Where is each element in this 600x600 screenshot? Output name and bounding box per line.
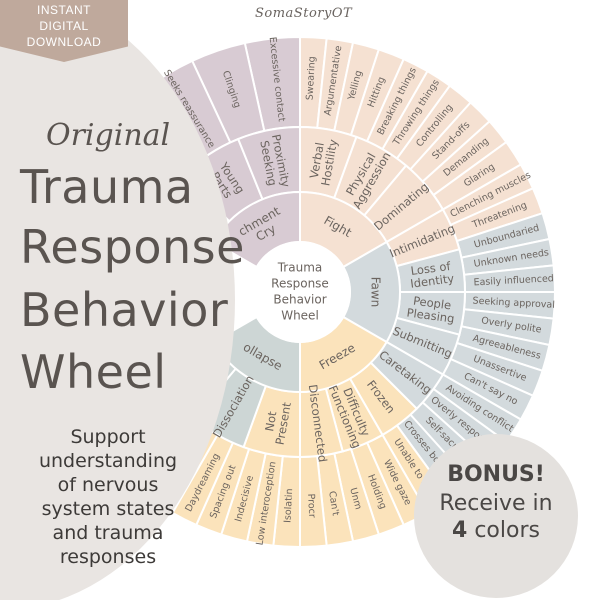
tagline-line: responses bbox=[59, 546, 157, 568]
outer-label: Isolatin bbox=[282, 488, 295, 523]
center-label: Behavior bbox=[273, 293, 326, 307]
badge-line: INSTANT bbox=[37, 3, 91, 17]
title-line: Wheel bbox=[20, 345, 167, 399]
title-line: Response bbox=[20, 220, 245, 274]
outer-label: Seeking approval bbox=[472, 296, 555, 311]
bonus-colors: 4 colors bbox=[414, 518, 578, 543]
outer-label: Can't bbox=[326, 490, 341, 516]
outer-label: Swearing bbox=[305, 56, 318, 101]
brand-signature: SomaStoryOT bbox=[255, 6, 353, 21]
inner-label: Fawn bbox=[369, 277, 383, 308]
bonus-badge: BONUS! Receive in 4 colors bbox=[414, 434, 578, 598]
bonus-colors-word: colors bbox=[474, 518, 540, 543]
badge-line: DOWNLOAD bbox=[26, 35, 102, 49]
tagline-line: system states bbox=[41, 498, 175, 520]
wheel-center bbox=[249, 241, 351, 343]
tagline-line: of nervous bbox=[57, 474, 159, 496]
badge-line: DIGITAL bbox=[39, 19, 89, 33]
outer-label: Easily influenced bbox=[473, 273, 554, 288]
center-label: Response bbox=[271, 277, 329, 291]
tagline: Support understanding of nervous system … bbox=[8, 425, 208, 569]
outer-label: Procr bbox=[305, 493, 317, 518]
title-line: Trauma bbox=[20, 160, 194, 214]
center-label: Wheel bbox=[281, 309, 319, 323]
tagline-line: and trauma bbox=[52, 522, 164, 544]
tagline-line: Support bbox=[70, 426, 146, 448]
original-script-label: Original bbox=[46, 118, 171, 153]
title-line: Behavior bbox=[20, 283, 229, 337]
bonus-title: BONUS! bbox=[447, 462, 545, 487]
bonus-count: 4 bbox=[452, 518, 468, 543]
middle-label: PeoplePleasing bbox=[406, 292, 457, 325]
middle-label: Loss ofIdentity bbox=[408, 258, 455, 290]
center-label: Trauma bbox=[277, 261, 323, 275]
tagline-line: understanding bbox=[38, 450, 178, 472]
bonus-text: Receive in bbox=[439, 491, 553, 516]
